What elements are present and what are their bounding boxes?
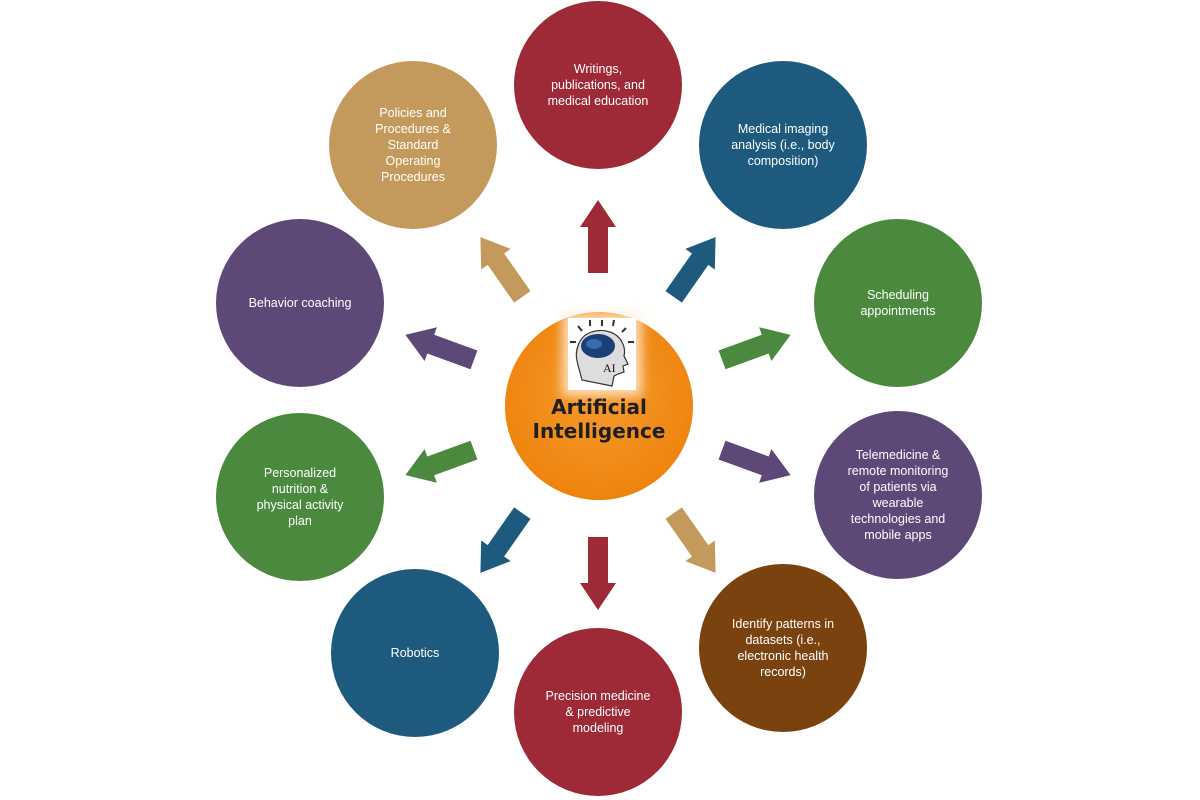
arrow-to-medical-imaging bbox=[665, 237, 716, 303]
arrow-to-behavior-coaching bbox=[405, 327, 478, 370]
center-title: Artificial Intelligence bbox=[532, 395, 666, 443]
node-personalized-nutrition: Personalized nutrition & physical activi… bbox=[216, 413, 384, 581]
node-precision-medicine: Precision medicine & predictive modeling bbox=[514, 628, 682, 796]
node-writings-publications: Writings, publications, and medical educ… bbox=[514, 1, 682, 169]
node-telemedicine: Telemedicine & remote monitoring of pati… bbox=[814, 411, 982, 579]
node-scheduling: Scheduling appointments bbox=[814, 219, 982, 387]
node-robotics: Robotics bbox=[331, 569, 499, 737]
arrow-to-robotics bbox=[480, 507, 531, 573]
arrow-to-identify-patterns bbox=[665, 507, 716, 573]
arrow-to-scheduling bbox=[718, 327, 791, 370]
arrow-to-policies-procedures bbox=[480, 237, 531, 303]
arrow-to-personalized-nutrition bbox=[405, 440, 478, 483]
arrow-to-telemedicine bbox=[718, 440, 791, 483]
arrow-to-precision-medicine bbox=[580, 537, 616, 610]
ai-logo-text: AI bbox=[603, 361, 616, 375]
node-identify-patterns: Identify patterns in datasets (i.e., ele… bbox=[699, 564, 867, 732]
node-policies-procedures: Policies and Procedures & Standard Opera… bbox=[329, 61, 497, 229]
ai-head-logo: AI bbox=[568, 318, 636, 390]
node-medical-imaging: Medical imaging analysis (i.e., body com… bbox=[699, 61, 867, 229]
node-behavior-coaching: Behavior coaching bbox=[216, 219, 384, 387]
arrow-to-writings-publications bbox=[580, 200, 616, 273]
